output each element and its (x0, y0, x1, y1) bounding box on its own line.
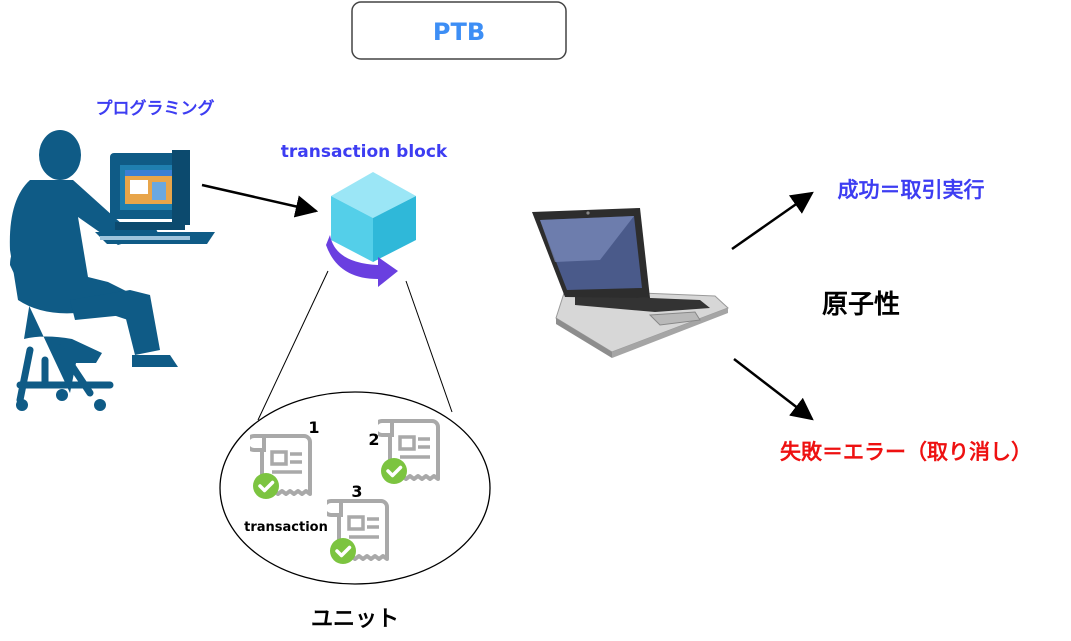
programming-label: プログラミング (96, 98, 215, 119)
title-box (351, 1, 567, 60)
transaction-number: 2 (368, 430, 379, 449)
transaction-3: 3 (327, 482, 389, 566)
transaction-number: 3 (351, 482, 362, 501)
transaction-label: transaction (244, 520, 328, 535)
page-title: PTB (433, 18, 485, 46)
unit-label: ユニット (311, 607, 399, 632)
arrow-to-success (731, 191, 814, 251)
failure-label: 失敗＝エラー（取り消し） (780, 440, 1032, 464)
person-at-computer-icon (9, 130, 215, 411)
zoom-line-left (257, 270, 329, 421)
transaction-block-label: transaction block (281, 142, 448, 162)
transaction-1: 1 (250, 418, 320, 501)
transaction-block-cube-icon (326, 172, 416, 287)
arrow-to-block (201, 183, 319, 218)
arrow-to-failure (733, 358, 814, 421)
laptop-icon (532, 208, 729, 358)
transaction-2: 2 (368, 419, 440, 486)
transaction-number: 1 (308, 418, 319, 437)
success-label: 成功＝取引実行 (838, 178, 985, 202)
atomicity-label: 原子性 (822, 290, 900, 320)
zoom-line-right (405, 280, 453, 413)
